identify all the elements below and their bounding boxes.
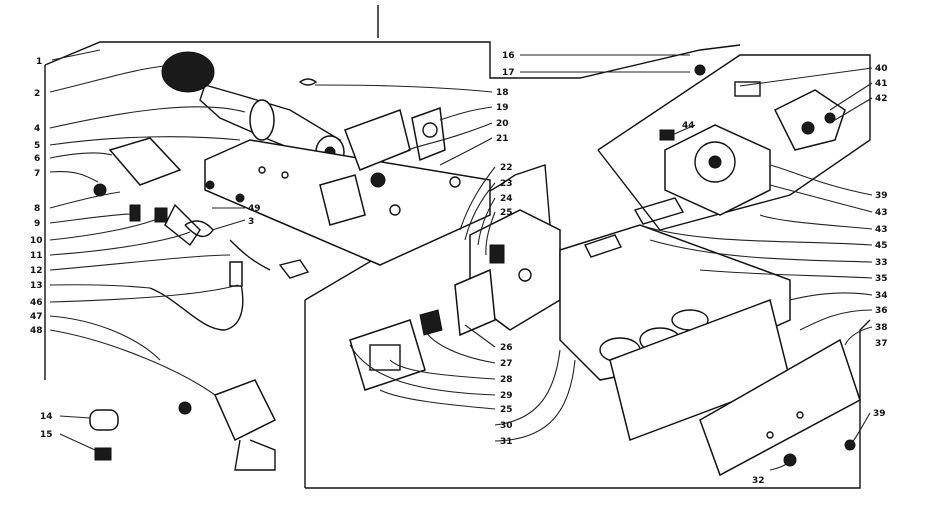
- callout-3: 3: [248, 217, 254, 227]
- callout-21: 21: [496, 134, 509, 144]
- callout-40: 40: [875, 64, 888, 74]
- callout-47: 47: [30, 312, 43, 322]
- callout-42: 42: [875, 94, 888, 104]
- callout-32: 32: [752, 476, 765, 486]
- callout-9: 9: [34, 219, 40, 229]
- callout-18: 18: [496, 88, 509, 98]
- callout-25a: 25: [500, 208, 513, 218]
- callout-14: 14: [40, 412, 53, 422]
- assembly-frame: [44, 41, 871, 489]
- callout-17: 17: [502, 68, 515, 78]
- callout-30: 30: [500, 421, 513, 431]
- callout-36: 36: [875, 306, 888, 316]
- callout-11: 11: [30, 251, 43, 261]
- callout-12: 12: [30, 266, 43, 276]
- callout-5: 5: [34, 141, 40, 151]
- callout-23: 23: [500, 179, 513, 189]
- callout-39: 39: [875, 191, 888, 201]
- callout-48: 48: [30, 326, 43, 336]
- callout-24: 24: [500, 194, 513, 204]
- callout-46: 46: [30, 298, 43, 308]
- callout-8: 8: [34, 204, 40, 214]
- roller-parts: [584, 197, 685, 258]
- callout-41: 41: [875, 79, 888, 89]
- callout-33: 33: [875, 258, 888, 268]
- timer-switch-part: [178, 379, 277, 471]
- callout-34: 34: [875, 291, 888, 301]
- callout-20: 20: [496, 119, 509, 129]
- callout-25b: 25: [500, 405, 513, 415]
- callout-13: 13: [30, 281, 43, 291]
- callout-4: 4: [34, 124, 40, 134]
- callout-44: 44: [682, 121, 695, 131]
- callout-27: 27: [500, 359, 513, 369]
- callout-7: 7: [34, 169, 40, 179]
- gear-housing-part: [454, 209, 561, 337]
- callout-6: 6: [34, 154, 40, 164]
- callout-45: 45: [875, 241, 888, 251]
- callout-43a: 43: [875, 208, 888, 218]
- fuse-parts: [89, 409, 119, 461]
- callout-38: 38: [875, 323, 888, 333]
- callout-22: 22: [500, 163, 513, 173]
- callout-19: 19: [496, 103, 509, 113]
- callout-49: 49: [248, 204, 261, 214]
- callout-37: 37: [875, 339, 888, 349]
- motor-part: [694, 64, 846, 151]
- callout-26: 26: [500, 343, 513, 353]
- wire-harness-part: [149, 239, 310, 331]
- motor-housing-part: [659, 124, 771, 216]
- callout-31b: 31: [500, 437, 513, 447]
- callout-39b: 39: [873, 409, 886, 419]
- callout-10: 10: [30, 236, 43, 246]
- callout-35: 35: [875, 274, 888, 284]
- callout-15: 15: [40, 430, 53, 440]
- cassette-frame-part: [349, 309, 443, 391]
- callout-43b: 43: [875, 225, 888, 235]
- leader-lines: [49, 49, 873, 471]
- callout-1: 1: [36, 57, 42, 67]
- callout-2: 2: [34, 89, 40, 99]
- callout-labels: 1 2 4 5 6 7 8 9 10 11 12 13 46 47 48 14 …: [30, 51, 888, 486]
- mount-bracket-part: [298, 78, 446, 226]
- callout-28: 28: [500, 375, 513, 385]
- callout-29: 29: [500, 391, 513, 401]
- callout-16: 16: [502, 51, 515, 61]
